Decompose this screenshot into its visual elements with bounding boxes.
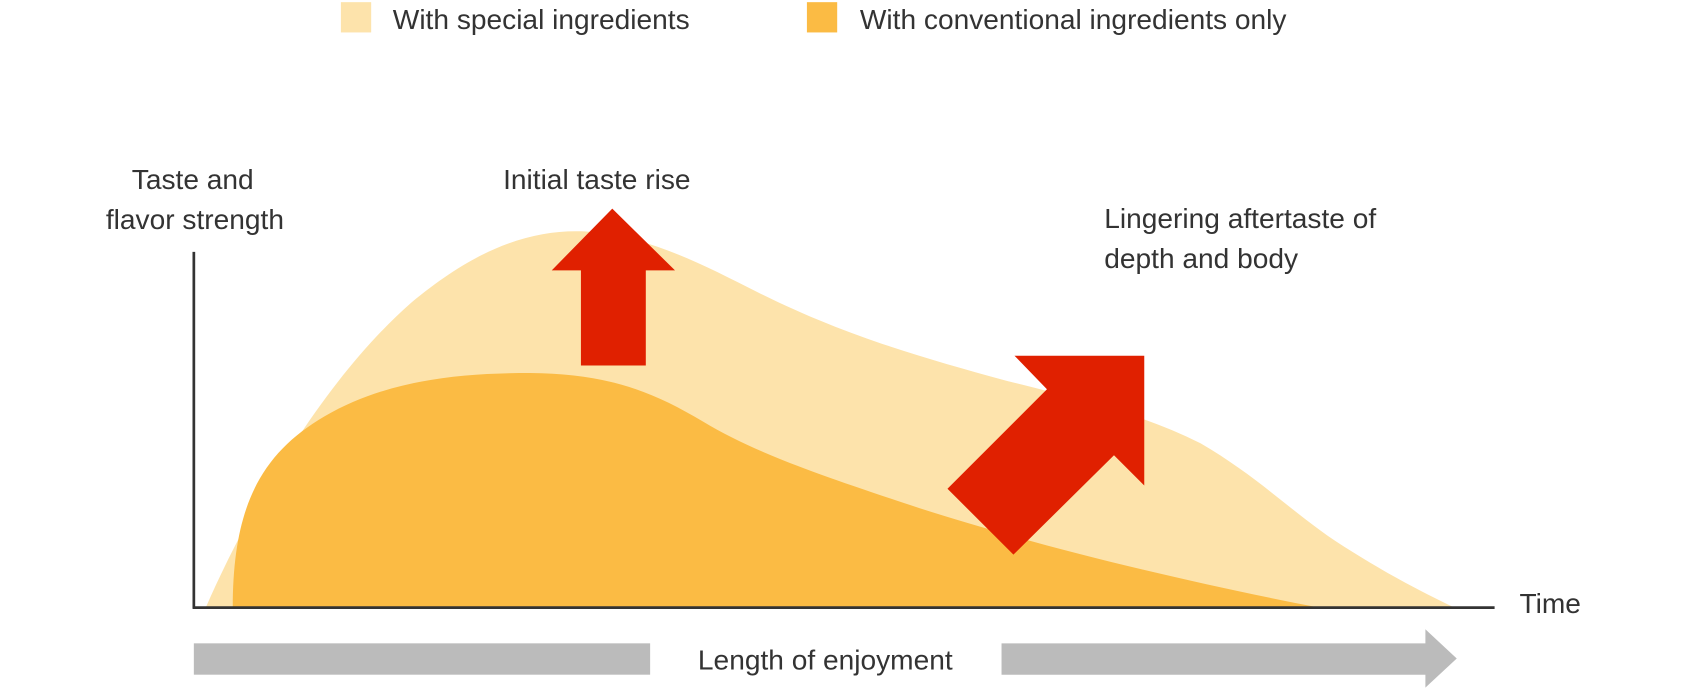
legend-swatch-special [340, 2, 372, 33]
enjoyment-bar-left [193, 643, 651, 675]
legend-swatch-conventional [806, 2, 838, 33]
annotation-lingering: Lingering aftertaste of [1104, 203, 1376, 234]
x-axis-label: Time [1519, 588, 1580, 619]
annotation-lingering: depth and body [1104, 243, 1298, 274]
enjoyment-arrow-icon [1001, 629, 1457, 688]
annotation-initial: Initial taste rise [503, 164, 690, 195]
y-axis-label: flavor strength [106, 204, 284, 235]
curve-conventional [232, 373, 1320, 608]
legend-label-special: With special ingredients [393, 4, 690, 35]
up-arrow-icon [551, 208, 675, 366]
enjoyment-label: Length of enjoyment [698, 644, 953, 675]
diagonal-arrow-icon [947, 355, 1145, 555]
legend-label-conventional: With conventional ingredients only [860, 4, 1287, 35]
y-axis-label: Taste and [132, 164, 254, 195]
